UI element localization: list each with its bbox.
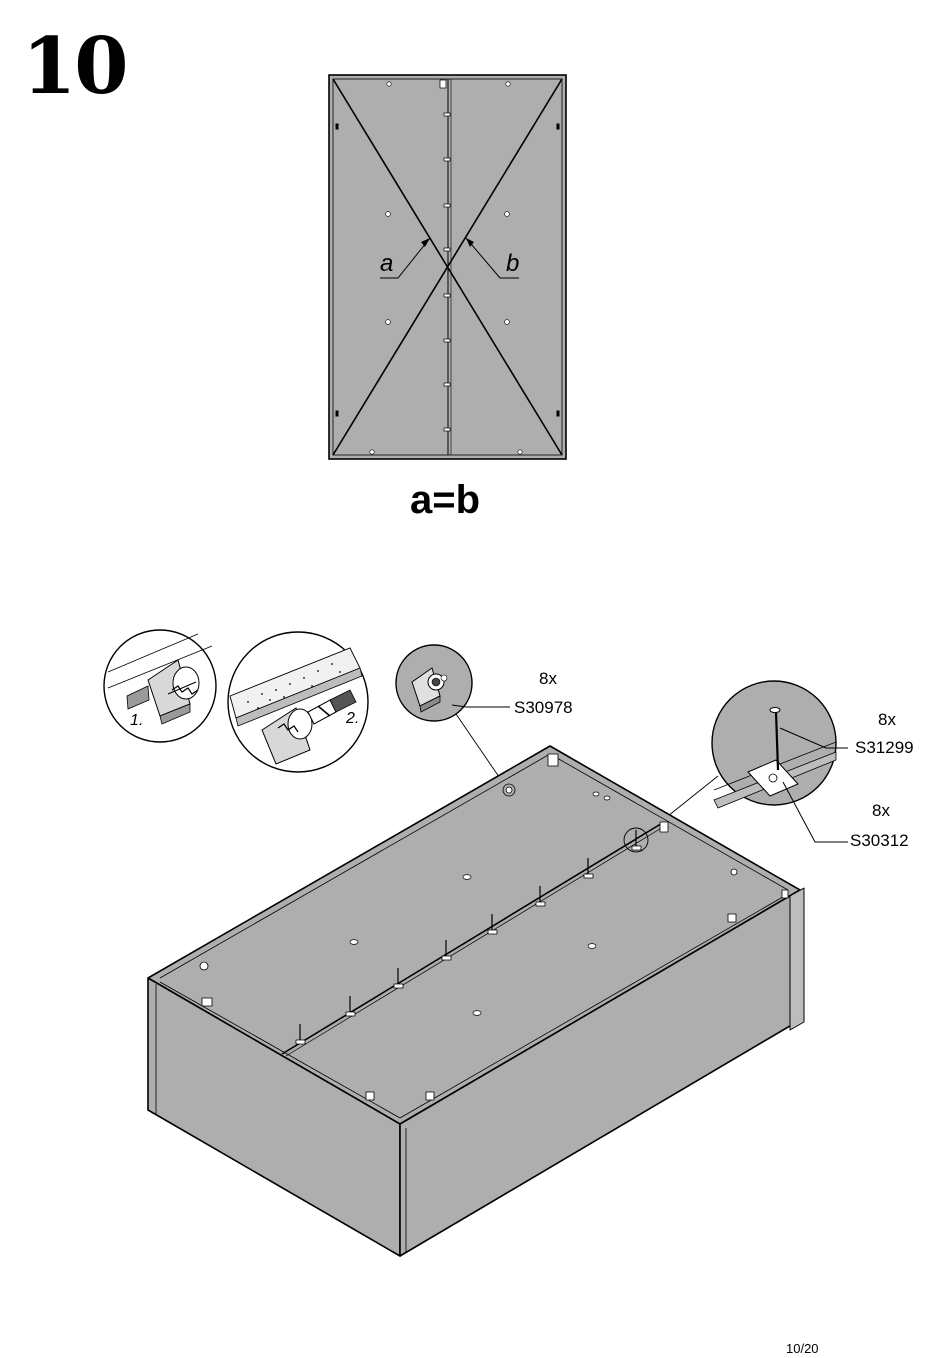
detail-circle-nail-bracket xyxy=(648,681,848,842)
part-code-s31299: S31299 xyxy=(855,739,914,756)
detail-index-1: 1. xyxy=(130,713,143,729)
page-number: 10/20 xyxy=(786,1341,819,1356)
part-code-s30978: S30978 xyxy=(514,699,573,716)
part-qty-s31299: 8x xyxy=(878,711,896,728)
part-code-s30312: S30312 xyxy=(850,832,909,849)
detail-circle-s30978 xyxy=(396,645,510,790)
diagonal-b-label: b xyxy=(506,252,519,276)
back-panel-top-view xyxy=(329,75,566,459)
equation-label: a=b xyxy=(380,480,510,520)
part-qty-s30978: 8x xyxy=(539,670,557,687)
detail-circle-1 xyxy=(104,630,216,742)
detail-index-2: 2. xyxy=(346,711,359,727)
carcass-box xyxy=(148,746,804,1256)
part-qty-s30312: 8x xyxy=(872,802,890,819)
diagonal-a-label: a xyxy=(380,252,393,276)
detail-circle-2 xyxy=(228,632,368,772)
